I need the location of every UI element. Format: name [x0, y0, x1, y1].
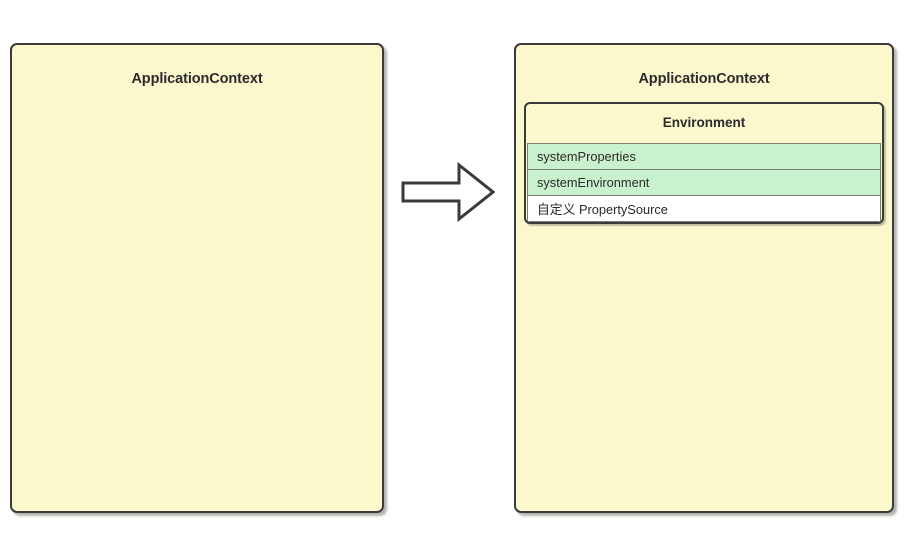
property-source-row: systemProperties — [527, 143, 881, 169]
application-context-title: ApplicationContext — [131, 71, 263, 87]
property-source-row: 自定义 PropertySource — [527, 195, 881, 222]
environment-box: Environment systemProperties systemEnvir… — [524, 102, 884, 224]
application-context-title: ApplicationContext — [638, 71, 770, 87]
property-source-list: systemProperties systemEnvironment 自定义 P… — [527, 143, 881, 222]
property-source-row: systemEnvironment — [527, 169, 881, 195]
environment-title: Environment — [662, 115, 746, 130]
application-context-panel-before: ApplicationContext — [10, 43, 384, 513]
right-block-arrow-icon — [401, 162, 495, 222]
application-context-panel-after: ApplicationContext Environment systemPro… — [514, 43, 894, 513]
